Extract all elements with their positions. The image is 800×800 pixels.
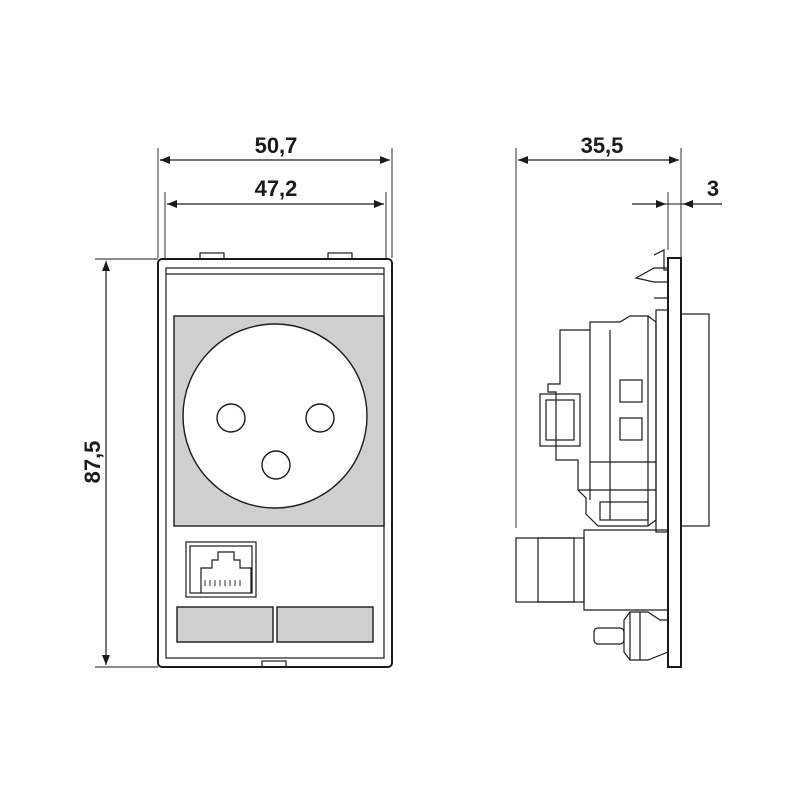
dim-overall-width-label: 50,7 bbox=[255, 133, 298, 158]
connector-profile-icon bbox=[515, 249, 710, 668]
top-clip-left bbox=[199, 252, 225, 260]
rj45-jack-icon bbox=[185, 541, 257, 598]
top-clip-right bbox=[327, 252, 353, 260]
bottom-clip bbox=[261, 660, 287, 668]
dim-height-label: 87,5 bbox=[80, 441, 105, 484]
dim-inner-width-label: 47,2 bbox=[255, 176, 298, 201]
xlr-front-flange bbox=[680, 313, 710, 527]
dim-depth-label: 35,5 bbox=[581, 133, 624, 158]
front-view bbox=[95, 148, 393, 668]
side-plate bbox=[667, 257, 682, 668]
label-field-icon bbox=[176, 606, 374, 643]
xlr-socket-icon bbox=[182, 323, 368, 509]
dim-plate-thickness-label: 3 bbox=[707, 176, 719, 201]
side-view bbox=[515, 148, 722, 668]
